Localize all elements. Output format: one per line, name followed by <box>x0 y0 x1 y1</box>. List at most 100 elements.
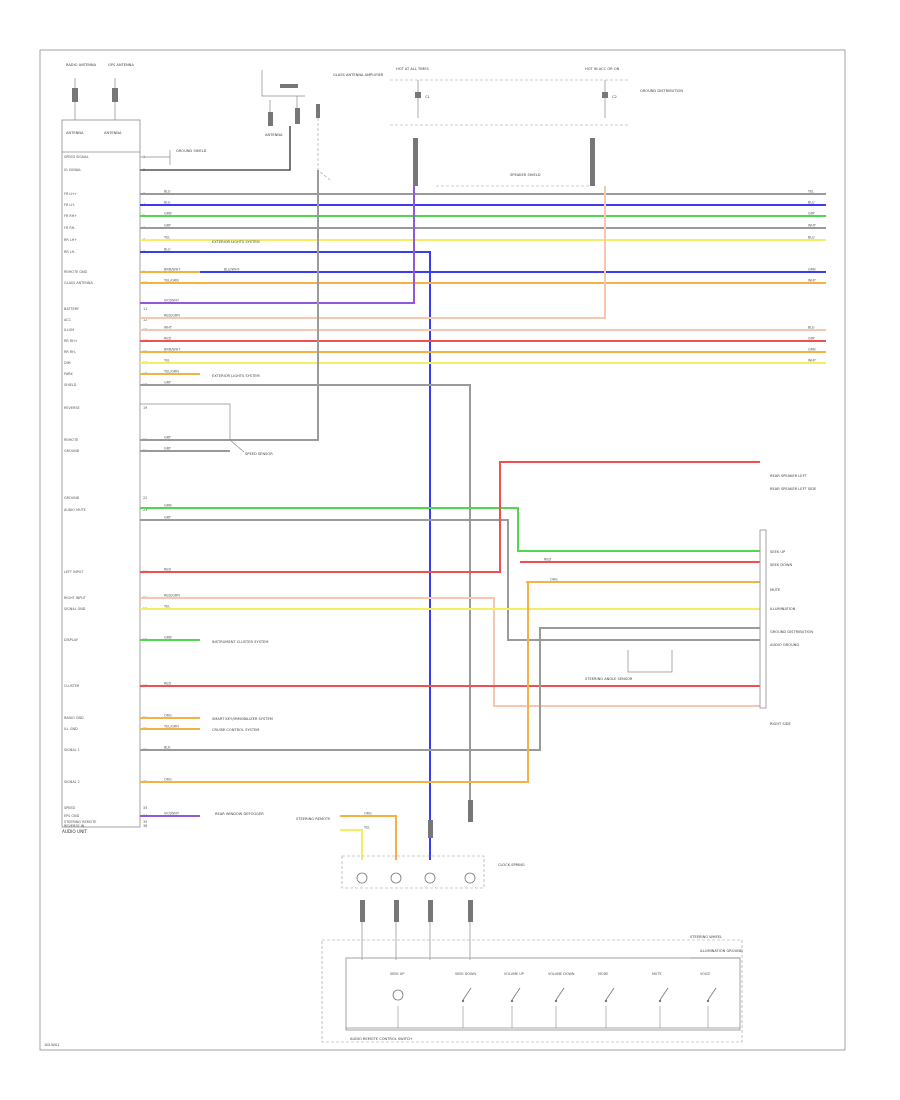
svg-text:MUTE: MUTE <box>770 588 781 592</box>
rear-speaker-module: REAR SPEAKER LEFT REAR SPEAKER LEFT SIDE… <box>759 474 817 726</box>
fuse-connector-right <box>590 138 595 186</box>
switch-label: MUTE <box>652 972 662 976</box>
wire-color-label: YEL <box>364 826 370 830</box>
wire-end-tag: GRN <box>808 348 816 352</box>
pin-label: LEFT INPUT <box>64 570 84 574</box>
switch-contact <box>555 987 565 1001</box>
pin-label: SIGNAL GND <box>64 607 86 611</box>
exterior-lights-label-1: EXTERIOR LIGHTS SYSTEM <box>212 240 260 244</box>
pin-number: 11 <box>143 307 147 311</box>
pin-label: DIM <box>64 361 71 365</box>
wire-color-label: GRY <box>164 447 172 451</box>
svg-text:HOT IN ACC OR ON: HOT IN ACC OR ON <box>585 67 620 71</box>
gps-antenna-connector: GPS ANTENNA <box>108 63 134 120</box>
svg-text:GROUND DISTRIBUTION: GROUND DISTRIBUTION <box>770 630 813 634</box>
wire-color-label: GRN <box>164 636 172 640</box>
pin-label: RR LH- <box>64 250 76 254</box>
antenna-dash-link <box>317 118 331 181</box>
ground-shield-tap <box>140 150 171 165</box>
svg-text:AUDIO REMOTE CONTROL SWITCH: AUDIO REMOTE CONTROL SWITCH <box>350 1037 412 1041</box>
footer-code: 1ID-W01 <box>44 1043 59 1047</box>
wire-color-label: BLU <box>164 190 171 194</box>
switch-contact <box>605 987 615 1001</box>
svg-text:SEEK UP: SEEK UP <box>770 550 786 554</box>
pin-label: GROUND <box>64 449 80 453</box>
rear-window-defogger-label: REAR WINDOW DEFOGGER <box>215 812 264 816</box>
wire-color-label: VIO/WHT <box>164 812 180 816</box>
wire <box>140 461 760 573</box>
wire-color-label: GRY <box>164 516 172 520</box>
pin-label: SPEED <box>64 806 75 810</box>
wire-color-label: RED <box>164 682 171 686</box>
svg-text:STEERING WHEEL: STEERING WHEEL <box>690 935 722 939</box>
svg-text:RIGHT SIDE: RIGHT SIDE <box>770 722 791 726</box>
wire-end-tag: BLU <box>808 326 815 330</box>
svg-text:GPS ANTENNA: GPS ANTENNA <box>108 63 134 67</box>
wire-color-label: BLK <box>164 746 171 750</box>
wire-color-label: BLU <box>164 201 171 205</box>
svg-text:GROUND DISTRIBUTION: GROUND DISTRIBUTION <box>640 89 683 93</box>
pin-label: AUDIO MUTE <box>64 508 86 512</box>
switch-pivot <box>706 999 710 1003</box>
wire <box>140 384 471 800</box>
pin-label: ILL GND <box>64 727 78 731</box>
steering-angle-label: STEERING ANGLE SENSOR <box>585 677 633 681</box>
switch-label: MODE <box>598 972 608 976</box>
instrument-cluster-label: INSTRUMENT CLUSTER SYSTEM <box>212 640 268 644</box>
switch-contact <box>659 987 669 1001</box>
exterior-lights-label-2: EXTERIOR LIGHTS SYSTEM <box>212 374 260 378</box>
pin-label: REVERSE <box>64 406 80 410</box>
pin-label: SHIELD <box>64 383 77 387</box>
clock-spring: CLOCK SPRING <box>341 800 525 960</box>
wire-end-tag: WHT <box>808 359 817 363</box>
wire <box>140 597 760 707</box>
wire <box>140 519 760 641</box>
switch-label: SEEK UP <box>390 972 404 976</box>
antenna-label-2: ANTENNA <box>104 131 122 135</box>
pin-label: GROUND <box>64 496 80 500</box>
steering-wheel-switch-panel: STEERING WHEEL ILLUMINATION GROUND SEEK … <box>321 935 743 1043</box>
wire <box>140 186 415 304</box>
switch-pivot <box>658 999 662 1003</box>
wire-color-label: YEL <box>164 236 170 240</box>
antenna-amplifier: GLASS ANTENNA AMPLIFIER ANTENNA <box>261 70 384 137</box>
pin-number: 22 <box>143 496 147 500</box>
pin-label: STEERING REMOTE <box>64 820 96 824</box>
wire-color-label: ORG <box>364 812 372 816</box>
svg-text:ANTENNA: ANTENNA <box>265 133 283 137</box>
steering-angle-sensor-hook <box>627 650 673 673</box>
radio-antenna-connector: RADIO ANTENNA <box>66 63 97 120</box>
wire-color-label: RED <box>544 558 551 562</box>
fuse-hot-in-acc: HOT IN ACC OR ON C2 GROUND DISTRIBUTION <box>585 67 683 118</box>
fuse-connector-left <box>413 138 418 186</box>
wire-color-label: BLU <box>164 248 171 252</box>
switch-contact <box>707 987 717 1001</box>
pin-number: 23 <box>143 508 147 512</box>
switch-label: SEEK DOWN <box>455 972 476 976</box>
svg-text:SEEK DOWN: SEEK DOWN <box>770 563 792 567</box>
pin-number: 12 <box>143 318 147 322</box>
wire-end-tag: BLU <box>808 236 815 240</box>
wire-color-label: ORG <box>550 578 558 582</box>
wire-end-tag: GRY <box>808 212 816 216</box>
ground-shield-label: GROUND SHIELD <box>176 149 207 153</box>
svg-text:GLASS ANTENNA AMPLIFIER: GLASS ANTENNA AMPLIFIER <box>333 73 384 77</box>
pin-label: ILLUM <box>64 328 74 332</box>
pin-label: REVERSE IN <box>64 824 85 828</box>
pin-label: FR RH- <box>64 226 76 230</box>
pin-label: FR LH+ <box>64 192 77 196</box>
switch-lamp <box>392 989 404 1001</box>
cruise-control-label: CRUISE CONTROL SYSTEM <box>212 728 259 732</box>
wire-color-label: GRY <box>164 224 172 228</box>
pin-label: RR LH+ <box>64 238 77 242</box>
switch-pivot <box>604 999 608 1003</box>
antenna-label-1: ANTENNA <box>66 131 84 135</box>
fuse-hot-at-all-times: HOT AT ALL TIMES C1 <box>396 67 430 118</box>
smart-key-label: SMART KEY/IMMOBILIZER SYSTEM <box>212 717 273 721</box>
wire <box>140 627 760 751</box>
wire-end-tag: WHT <box>808 224 817 228</box>
switch-label: VOLUME UP <box>504 972 524 976</box>
